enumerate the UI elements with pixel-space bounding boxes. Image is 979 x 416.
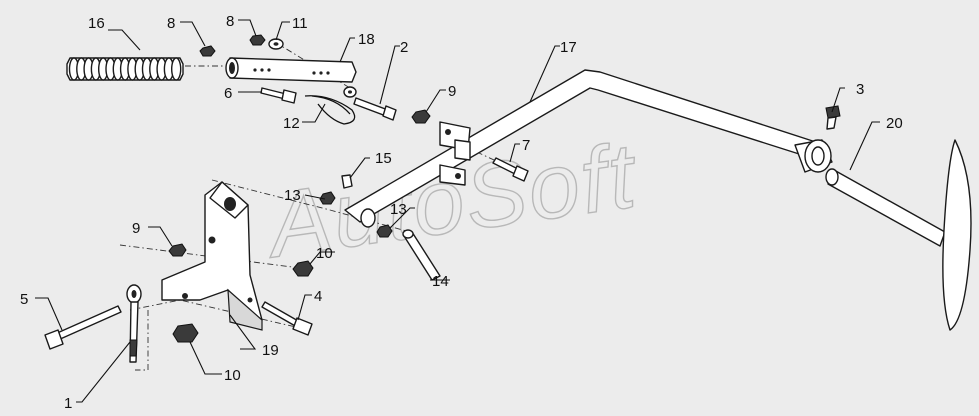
pedal-pad-part-20 (942, 139, 972, 331)
callout-15: 15 (375, 150, 392, 167)
callout-18: 18 (358, 31, 375, 48)
nut-part-13b (376, 224, 393, 238)
callout-9b: 9 (132, 220, 140, 237)
nut-part-8b (249, 34, 266, 46)
nut-part-10a (292, 260, 314, 277)
nut-part-9a (411, 109, 431, 124)
bracket-part-19 (161, 181, 263, 331)
eye-bolt-part-1 (126, 284, 142, 363)
callout-19: 19 (262, 342, 279, 359)
bolt-part-6 (260, 87, 297, 104)
bolt-part-4 (261, 301, 313, 336)
washer-part-11 (268, 38, 284, 50)
callout-4: 4 (314, 288, 322, 305)
bolt-part-7 (492, 157, 529, 182)
fitting-part-15 (341, 174, 353, 189)
callout-3: 3 (856, 81, 864, 98)
screw-part-3 (825, 105, 841, 130)
bushing-part-14 (402, 229, 441, 281)
callout-13a: 13 (284, 187, 301, 204)
tube-part-18 (225, 57, 357, 83)
callout-10b: 10 (224, 367, 241, 384)
callout-5: 5 (20, 291, 28, 308)
callout-2: 2 (400, 39, 408, 56)
spring-part-16 (66, 57, 184, 81)
callout-13b: 13 (390, 201, 407, 218)
callout-14: 14 (432, 273, 449, 290)
bolt-part-2 (353, 97, 397, 121)
callout-11: 11 (292, 15, 308, 32)
callout-6: 6 (224, 85, 232, 102)
nut-part-9b (168, 243, 187, 257)
callout-8a: 8 (167, 15, 175, 32)
bolt-part-5 (44, 305, 122, 350)
callout-9a: 9 (448, 83, 456, 100)
callout-17: 17 (560, 39, 577, 56)
callout-10a: 10 (316, 245, 333, 262)
spring-coil (170, 57, 182, 81)
callout-1: 1 (64, 395, 72, 412)
callout-16: 16 (88, 15, 105, 32)
nut-part-8a (199, 45, 216, 57)
nut-part-13a (319, 191, 336, 205)
callout-8b: 8 (226, 13, 234, 30)
callout-20: 20 (886, 115, 903, 132)
leader-lines (35, 19, 880, 403)
callout-12: 12 (283, 115, 300, 132)
pedal-arm-part-17 (344, 69, 833, 228)
pin-part-12 (304, 95, 356, 125)
nut-part-10b (172, 323, 199, 343)
callout-numbers: 16 8 8 11 18 2 6 12 17 3 20 9 15 13 13 7… (20, 13, 903, 412)
callout-7: 7 (522, 137, 530, 154)
pedal-shaft-part-20 (825, 168, 946, 247)
